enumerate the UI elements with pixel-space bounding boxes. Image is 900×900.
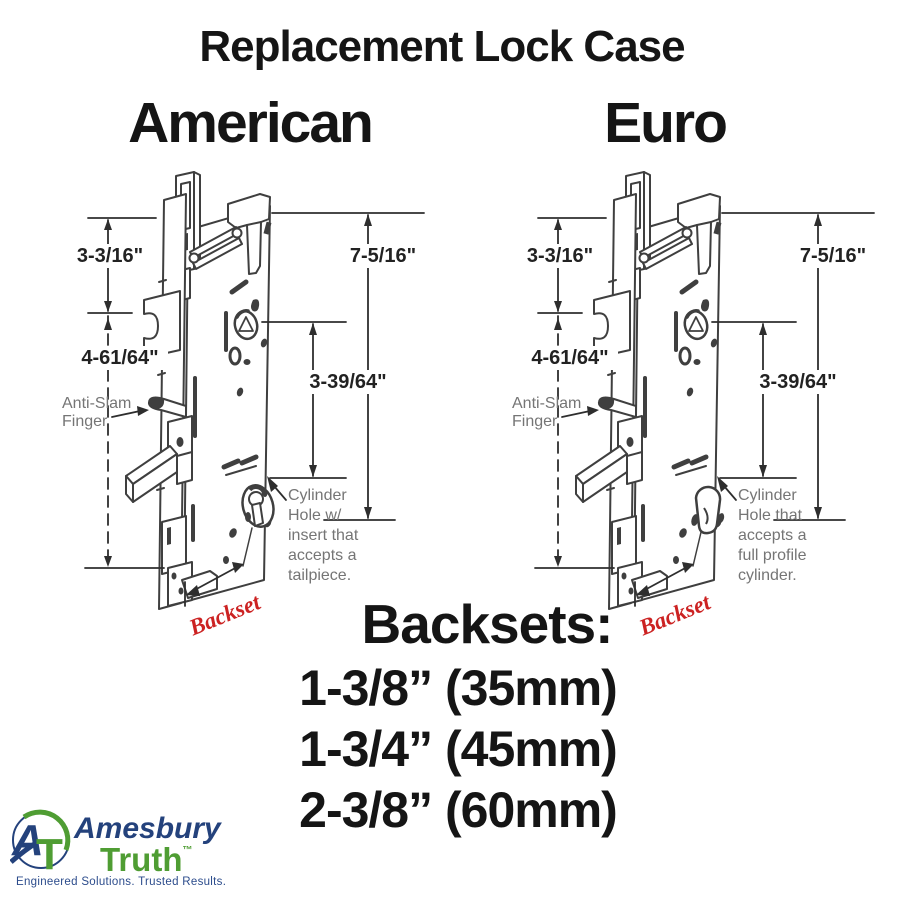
logo-trademark: ™	[182, 845, 193, 856]
backset-item: 2-3/8” (60mm)	[299, 782, 618, 838]
logo-monogram-t: T	[36, 830, 63, 879]
american-cylinder-note-line5: tailpiece.	[288, 567, 351, 584]
logo-tagline: Engineered Solutions. Trusted Results.	[16, 876, 227, 888]
logo-monogram-a: A	[11, 816, 44, 865]
american-dim-seg2: 4-61/64"	[81, 347, 158, 369]
euro-lock-diagram: 3-3/16" 4-61/64" 7-5/16" 3-39/64" Anti-S…	[512, 170, 877, 641]
american-anti-slam-line2: Finger	[62, 413, 108, 430]
euro-dim-seg1: 3-3/16"	[527, 245, 593, 267]
backsets-list: 1-3/8” (35mm) 1-3/4” (45mm) 2-3/8” (60mm…	[243, 658, 673, 841]
euro-cylinder-note-line1: Cylinder	[738, 487, 797, 504]
american-dim-seg1: 3-3/16"	[77, 245, 143, 267]
american-cylinder-note-line2: Hole w/	[288, 507, 342, 524]
backsets-heading: Backsets:	[361, 593, 614, 655]
column-heading-american: American	[128, 91, 374, 155]
euro-cylinder-note-line3: accepts a	[738, 527, 807, 544]
american-dim-total: 7-5/16"	[350, 245, 416, 267]
american-anti-slam-line1: Anti-Slam	[62, 395, 131, 412]
euro-cylinder-note-line2: Hole that	[738, 507, 803, 524]
backset-item: 1-3/8” (35mm)	[299, 660, 618, 716]
logo-brand-amesbury: Amesbury	[74, 812, 221, 845]
euro-cylinder-note-line4: full profile	[738, 547, 807, 564]
american-lock-diagram: 3-3/16" 4-61/64" 7-5/16" 3-39/64" Anti-S…	[62, 170, 427, 641]
euro-dim-seg2: 4-61/64"	[531, 347, 608, 369]
euro-anti-slam-line2: Finger	[512, 413, 558, 430]
column-heading-euro: Euro	[604, 91, 728, 155]
euro-anti-slam-line1: Anti-Slam	[512, 395, 581, 412]
page-title: Replacement Lock Case	[199, 22, 685, 71]
euro-dim-inner: 3-39/64"	[759, 371, 836, 393]
american-dim-inner: 3-39/64"	[309, 371, 386, 393]
logo-monogram-icon: A T	[10, 809, 71, 879]
euro-cylinder-note-line5: cylinder.	[738, 567, 797, 584]
american-cylinder-note-line3: insert that	[288, 527, 359, 544]
logo-brand-truth-text: Truth	[100, 841, 183, 878]
backset-item: 1-3/4” (45mm)	[299, 721, 618, 777]
logo-brand-truth: Truth™	[100, 841, 192, 879]
amesbury-truth-logo: A T Amesbury Truth™ Engineered Solutions…	[10, 796, 250, 896]
american-cylinder-note-line4: accepts a	[288, 547, 357, 564]
american-cylinder-note-line1: Cylinder	[288, 487, 347, 504]
euro-dim-total: 7-5/16"	[800, 245, 866, 267]
